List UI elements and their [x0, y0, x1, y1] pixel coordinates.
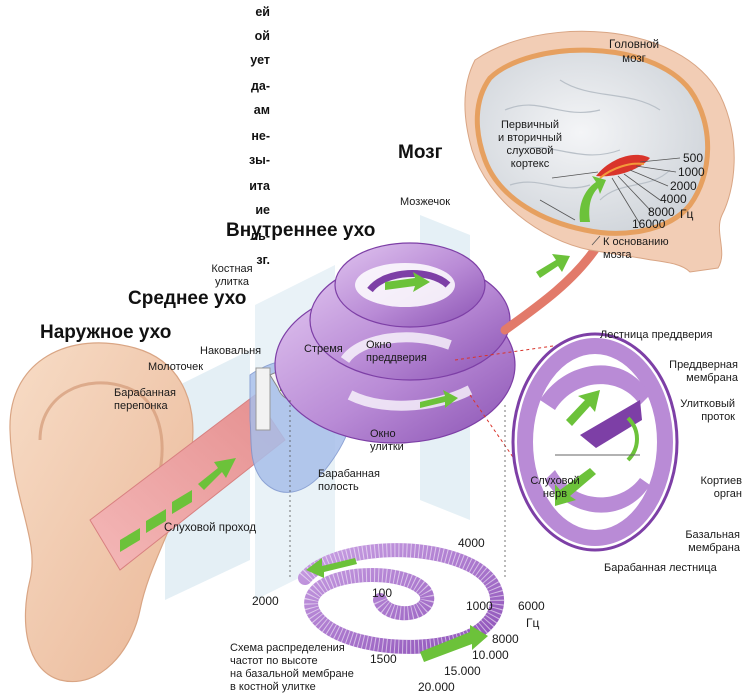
cortex-hz-unit: Гц [680, 207, 693, 221]
label-bony-cochlea-1: Костная [211, 263, 252, 275]
label-cortex-2: и вторичный [498, 132, 562, 144]
label-scala-tympani: Барабанная лестница [604, 562, 718, 574]
text-fragment: ита [249, 179, 271, 193]
cortex-freq: 16000 [632, 217, 666, 231]
cortex-freq: 1000 [678, 165, 705, 179]
label-cerebrum-1: Головной [609, 39, 659, 51]
header-outer-ear: Наружное ухо [40, 322, 171, 343]
caption-line: на базальной мембране [230, 668, 354, 680]
label-oval-window-2: преддверия [366, 352, 427, 364]
label-basilar-membrane-2: мембрана [688, 542, 741, 554]
frequency-caption: Схема распределения частот по высоте на … [230, 642, 354, 693]
text-fragment: ует [250, 53, 270, 67]
spiral-freq: 8000 [492, 632, 519, 646]
label-vestibular-membrane-1: Преддверная [669, 359, 738, 371]
label-stapes: Стремя [304, 343, 343, 355]
spiral-freq: 4000 [458, 536, 485, 550]
header-middle-ear: Среднее ухо [128, 288, 246, 309]
header-brain: Мозг [398, 142, 443, 163]
eardrum-membrane [256, 368, 270, 430]
label-to-brain-base-2: мозга [603, 249, 632, 261]
text-fragment: ие [255, 203, 270, 217]
label-cerebellum: Мозжечок [400, 196, 450, 208]
cortex-freq: 500 [683, 151, 703, 165]
label-organ-corti-1: Кортиев [700, 475, 742, 487]
caption-line: частот по высоте [230, 655, 318, 667]
label-tympanic-cavity-2: полость [318, 481, 359, 493]
label-cerebrum-2: мозг [622, 53, 646, 65]
label-ear-canal: Слуховой проход [164, 522, 256, 534]
cortex-freq: 2000 [670, 179, 697, 193]
text-fragment: ой [255, 29, 270, 43]
label-incus: Наковальня [200, 345, 261, 357]
label-cochlear-duct-2: проток [701, 411, 735, 423]
label-round-window-1: Окно [370, 428, 396, 440]
cortex-freq: 4000 [660, 192, 687, 206]
text-fragment: ей [255, 5, 270, 19]
label-auditory-nerve-2: нерв [543, 488, 567, 500]
spiral-freq: 10.000 [472, 648, 509, 662]
header-inner-ear: Внутреннее ухо [226, 220, 375, 241]
caption-line: Схема распределения [230, 642, 345, 654]
label-basilar-membrane-1: Базальная [685, 529, 740, 541]
auditory-nerve [505, 245, 598, 330]
label-organ-corti-2: орган [714, 488, 742, 500]
label-scala-vestibuli: Лестница преддверия [600, 329, 712, 341]
text-fragment: ам [254, 103, 270, 117]
label-eardrum-2: перепонка [114, 400, 169, 412]
text-fragment: не- [251, 129, 270, 143]
label-malleus: Молоточек [148, 361, 203, 373]
label-auditory-nerve-1: Слуховой [530, 475, 579, 487]
label-to-brain-base-1: К основанию [603, 236, 669, 248]
label-vestibular-membrane-2: мембрана [686, 372, 739, 384]
spiral-freq: 1000 [466, 599, 493, 613]
label-oval-window-1: Окно [366, 339, 392, 351]
label-bony-cochlea-2: улитка [215, 276, 250, 288]
label-eardrum-1: Барабанная [114, 387, 176, 399]
label-cochlear-duct-1: Улитковый [680, 398, 735, 410]
text-fragment: зг. [256, 253, 270, 267]
spiral-freq: 100 [372, 586, 392, 600]
caption-line: в костной улитке [230, 681, 316, 693]
text-fragment: да- [251, 79, 270, 93]
spiral-freq: 2000 [252, 594, 279, 608]
spiral-hz-unit: Гц [526, 616, 539, 630]
label-round-window-2: улитки [370, 441, 404, 453]
label-cortex-1: Первичный [501, 119, 559, 131]
label-cortex-3: слуховой [507, 145, 554, 157]
spiral-freq: 1500 [370, 652, 397, 666]
spiral-freq: 20.000 [418, 680, 455, 694]
label-tympanic-cavity-1: Барабанная [318, 468, 380, 480]
spiral-freq: 15.000 [444, 664, 481, 678]
label-cortex-4: кортекс [511, 158, 550, 170]
spiral-freq: 6000 [518, 599, 545, 613]
text-fragment: зы- [249, 153, 270, 167]
